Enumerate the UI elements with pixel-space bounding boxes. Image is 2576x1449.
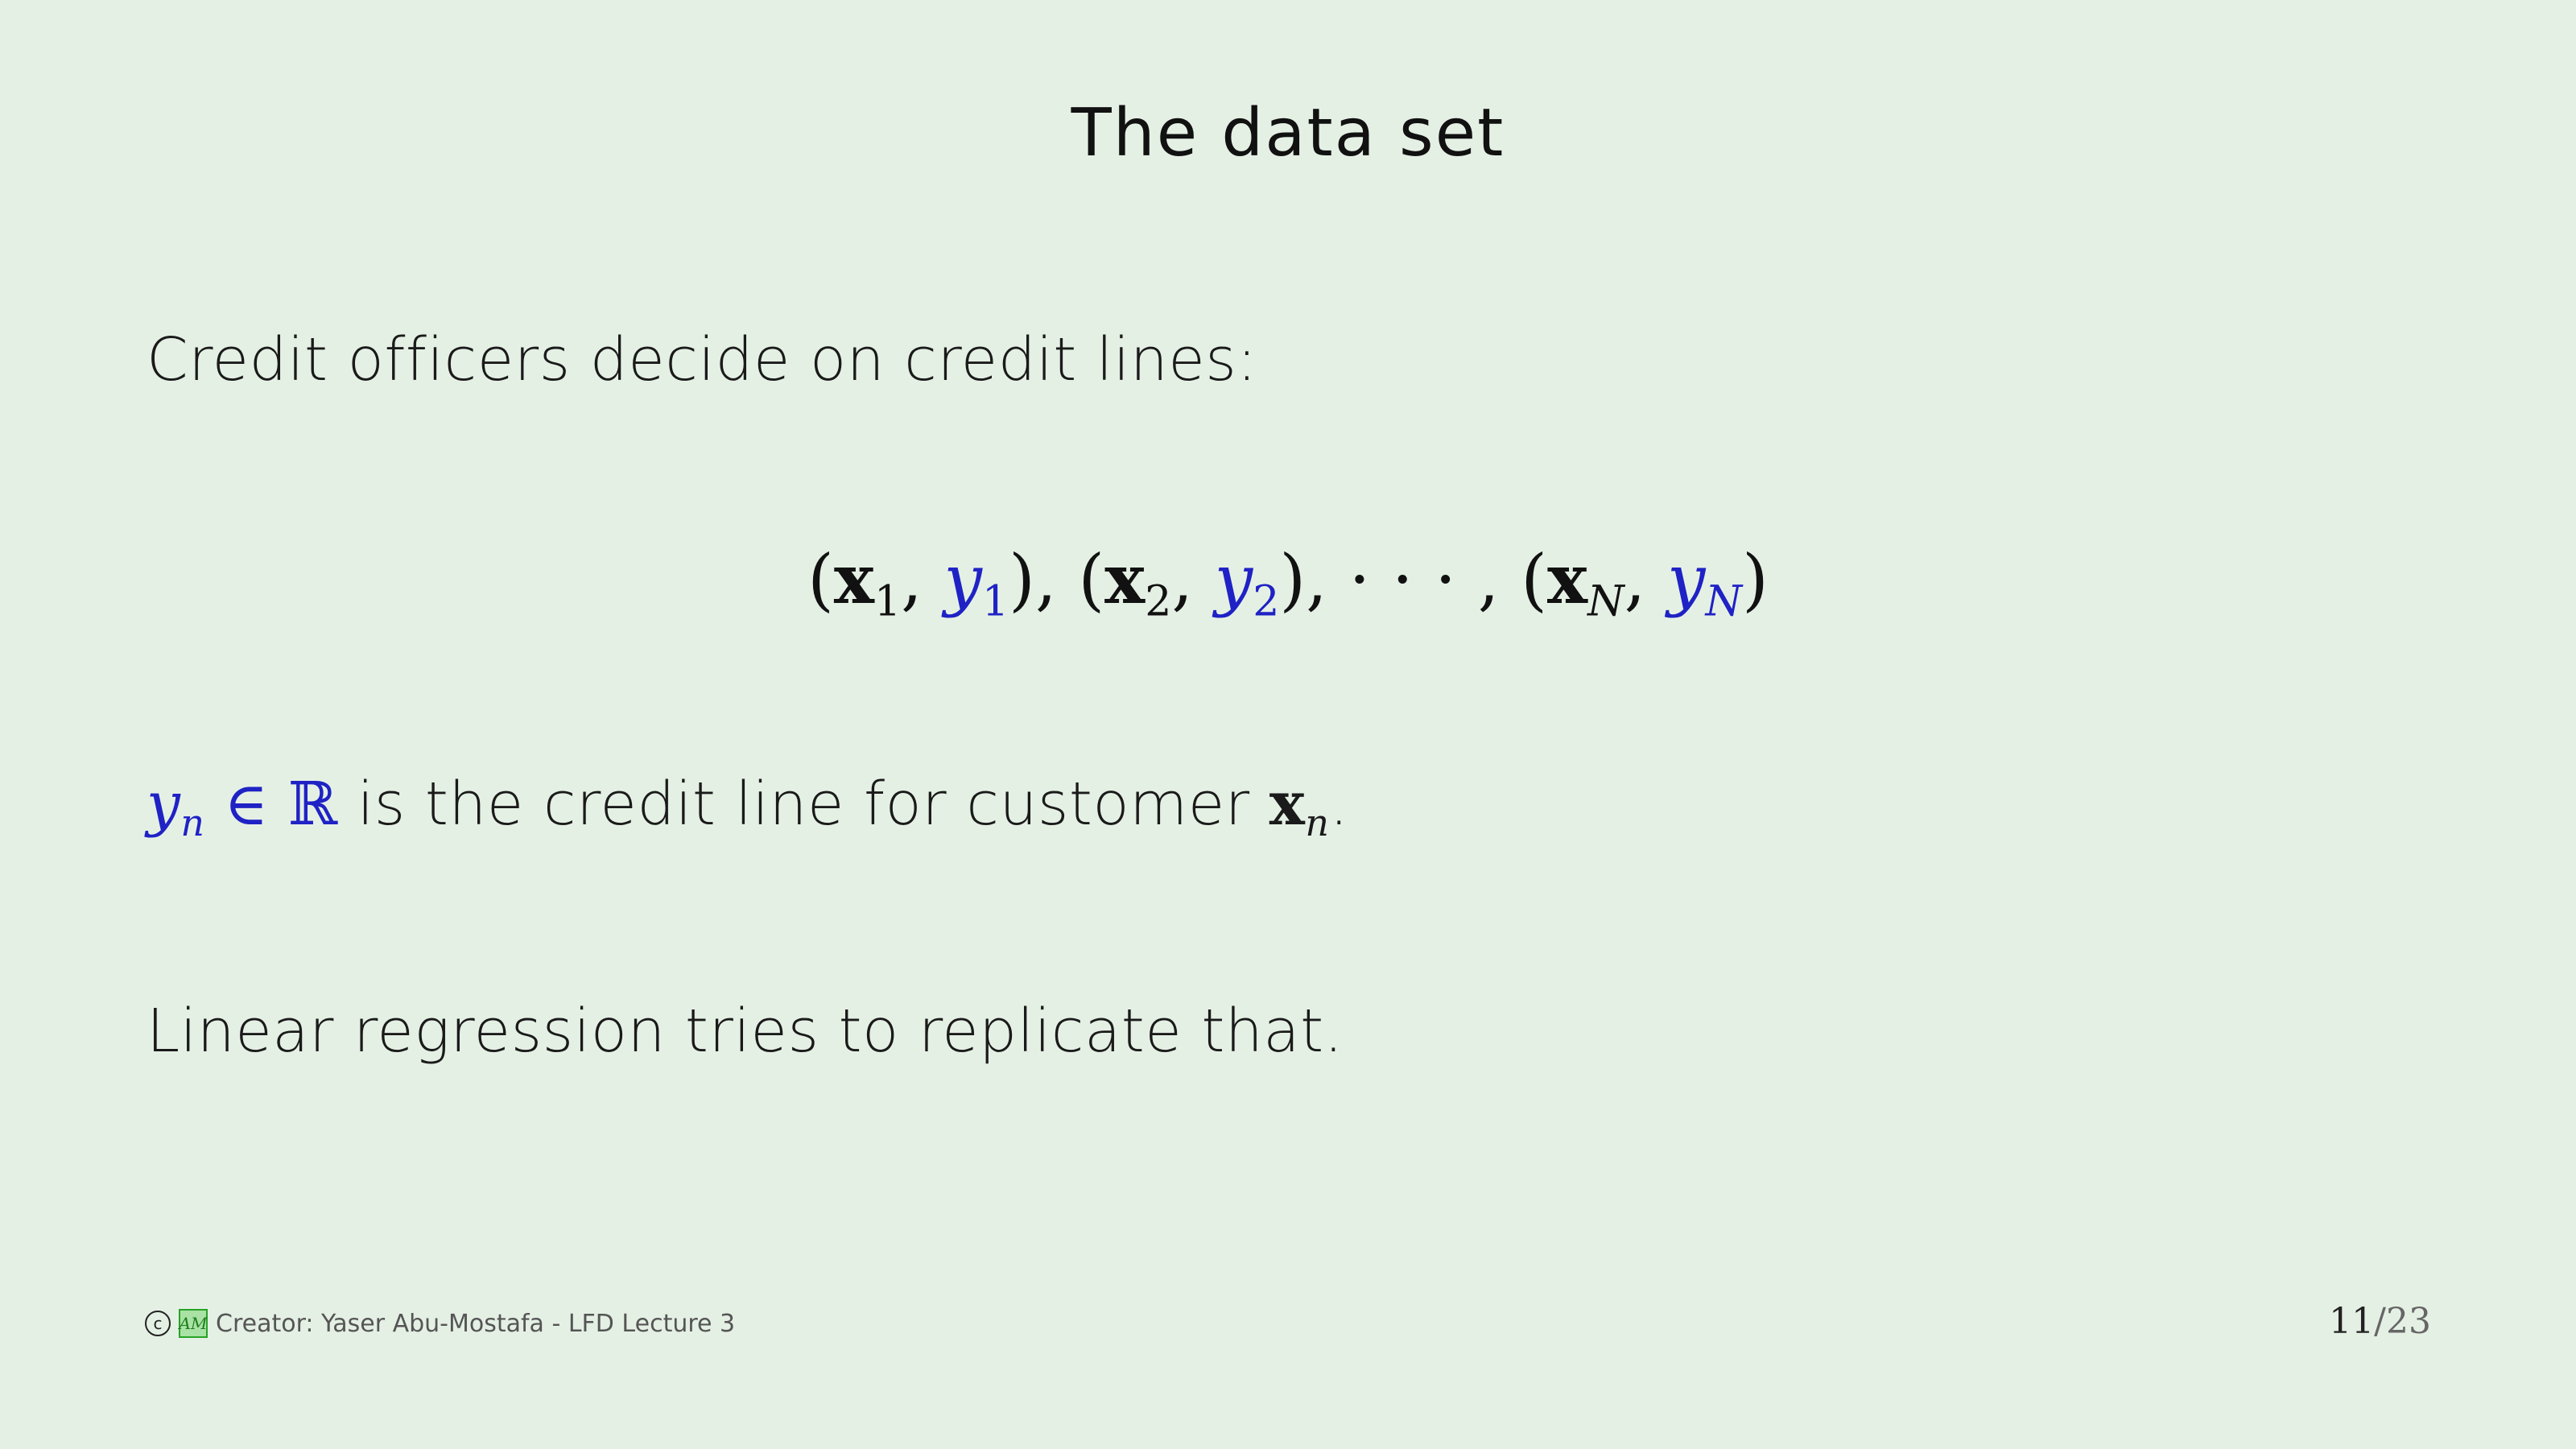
eq-x2-sub: 2 <box>1145 577 1172 626</box>
definition-text: yn ∈ ℝ is the credit line for customer x… <box>147 770 1349 841</box>
page-number: 11/23 <box>2329 1301 2431 1342</box>
eq-xN-sub: N <box>1587 577 1624 626</box>
eq-y2: y <box>1214 540 1253 619</box>
eq-xN: x <box>1546 539 1588 619</box>
footer-credit: Creator: Yaser Abu-Mostafa - LFD Lecture… <box>216 1309 736 1338</box>
def-period: . <box>1329 770 1349 839</box>
def-y-sub: n <box>180 800 205 844</box>
def-x-sub: n <box>1305 800 1330 844</box>
page-current: 11 <box>2329 1301 2375 1342</box>
eq-yN: y <box>1667 540 1706 619</box>
dataset-equation: (x1, y1), (x2, y2), · · · , (xN, yN) <box>807 539 1769 626</box>
eq-x2: x <box>1104 539 1146 619</box>
eq-yN-sub: N <box>1705 577 1743 626</box>
def-y-var: y <box>147 770 181 839</box>
slide-title: The data set <box>1071 95 1505 171</box>
eq-x1: x <box>833 539 874 619</box>
def-x-var: x <box>1269 770 1306 839</box>
eq-ellipsis: · · · <box>1348 540 1457 619</box>
copyright-icon: c <box>145 1311 171 1336</box>
def-real-set: ℝ <box>287 770 338 839</box>
page-total: 23 <box>2386 1301 2431 1342</box>
intro-text: Credit officers decide on credit lines: <box>147 325 1257 394</box>
page-separator: / <box>2374 1301 2386 1342</box>
def-text: is the credit line for customer <box>357 770 1250 839</box>
caltech-logo-icon: AM <box>179 1309 208 1338</box>
eq-y2-sub: 2 <box>1253 577 1280 626</box>
conclusion-text: Linear regression tries to replicate tha… <box>147 997 1344 1066</box>
eq-y1: y <box>943 540 983 619</box>
footer: c AM Creator: Yaser Abu-Mostafa - LFD Le… <box>145 1309 735 1338</box>
def-member-symbol: ∈ <box>224 770 269 839</box>
eq-x1-sub: 1 <box>874 577 902 626</box>
eq-y1-sub: 1 <box>982 577 1009 626</box>
